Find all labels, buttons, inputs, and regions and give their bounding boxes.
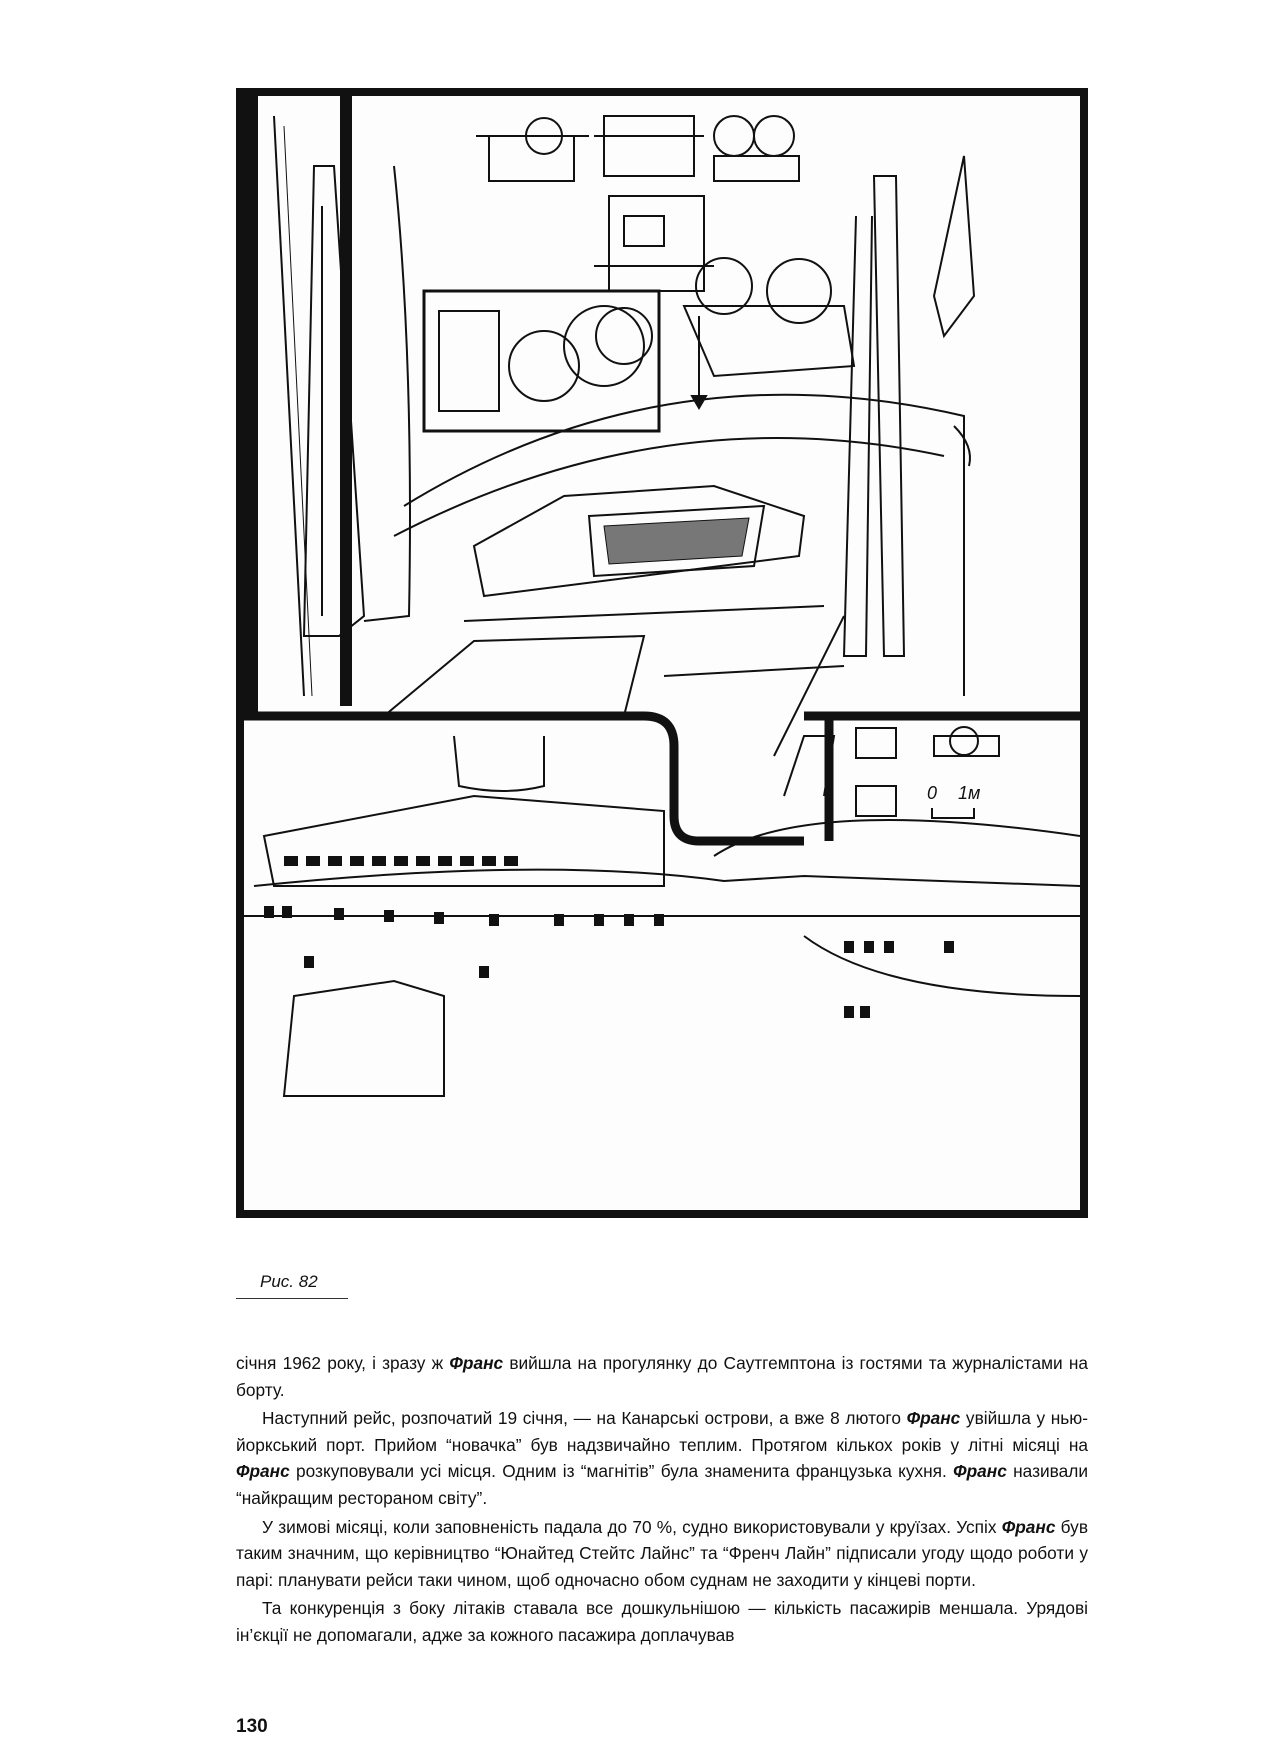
scale-label-zero: 0	[927, 783, 937, 803]
paragraph-4: Та конкуренція з боку літаків ставала вс…	[236, 1595, 1088, 1648]
ship-name: Франс	[449, 1353, 504, 1373]
paragraph-1: січня 1962 року, і зразу ж Франс вийшла …	[236, 1350, 1088, 1403]
ship-name: Франс	[953, 1461, 1007, 1482]
text-run: розкуповували усі місця. Одним із “магні…	[289, 1461, 954, 1482]
scale-inset: 0 1м	[855, 726, 1000, 819]
caption-divider	[236, 1298, 348, 1299]
text-run: У зимові місяці, коли заповненість падал…	[262, 1516, 1002, 1537]
text-run: Та конкуренція з боку літаків ставала вс…	[236, 1598, 1088, 1645]
paragraph-2: Наступний рейс, розпочатий 19 січня, — н…	[236, 1405, 1088, 1511]
winch-drawings	[422, 115, 856, 433]
text-run: називали “найкращим рестораном світу”.	[236, 1461, 1088, 1508]
ship-name: Франс	[906, 1408, 961, 1429]
figure-82-illustration: 0 1м	[236, 88, 1088, 1218]
text-run: січня 1962 року, і зразу ж	[236, 1353, 450, 1373]
right-mast	[773, 155, 976, 797]
text-run: увійшла у нью-йоркський порт. Прийом “но…	[236, 1408, 1088, 1455]
text-run: був таким значним, що керівництво “Юнайт…	[236, 1516, 1089, 1590]
body-text: січня 1962 року, і зразу ж Франс вийшла …	[236, 1350, 1088, 1651]
text-run: Наступний рейс, розпочатий 19 січня, — н…	[262, 1408, 907, 1429]
text-run: вийшла на прогулянку до Саутгемптона із …	[236, 1353, 1089, 1400]
figure-caption: Рис. 82	[260, 1272, 318, 1291]
ship-name: Франс	[1001, 1516, 1056, 1537]
main-deck	[383, 393, 965, 717]
page-number: 130	[236, 1716, 268, 1737]
window-rows	[264, 856, 954, 1018]
scale-label-one-metre: 1м	[958, 783, 980, 803]
ship-deck-drawing: 0 1м	[244, 96, 1080, 1097]
ship-name: Франс	[236, 1461, 290, 1482]
paragraph-3: У зимові місяці, коли заповненість падал…	[236, 1514, 1088, 1594]
